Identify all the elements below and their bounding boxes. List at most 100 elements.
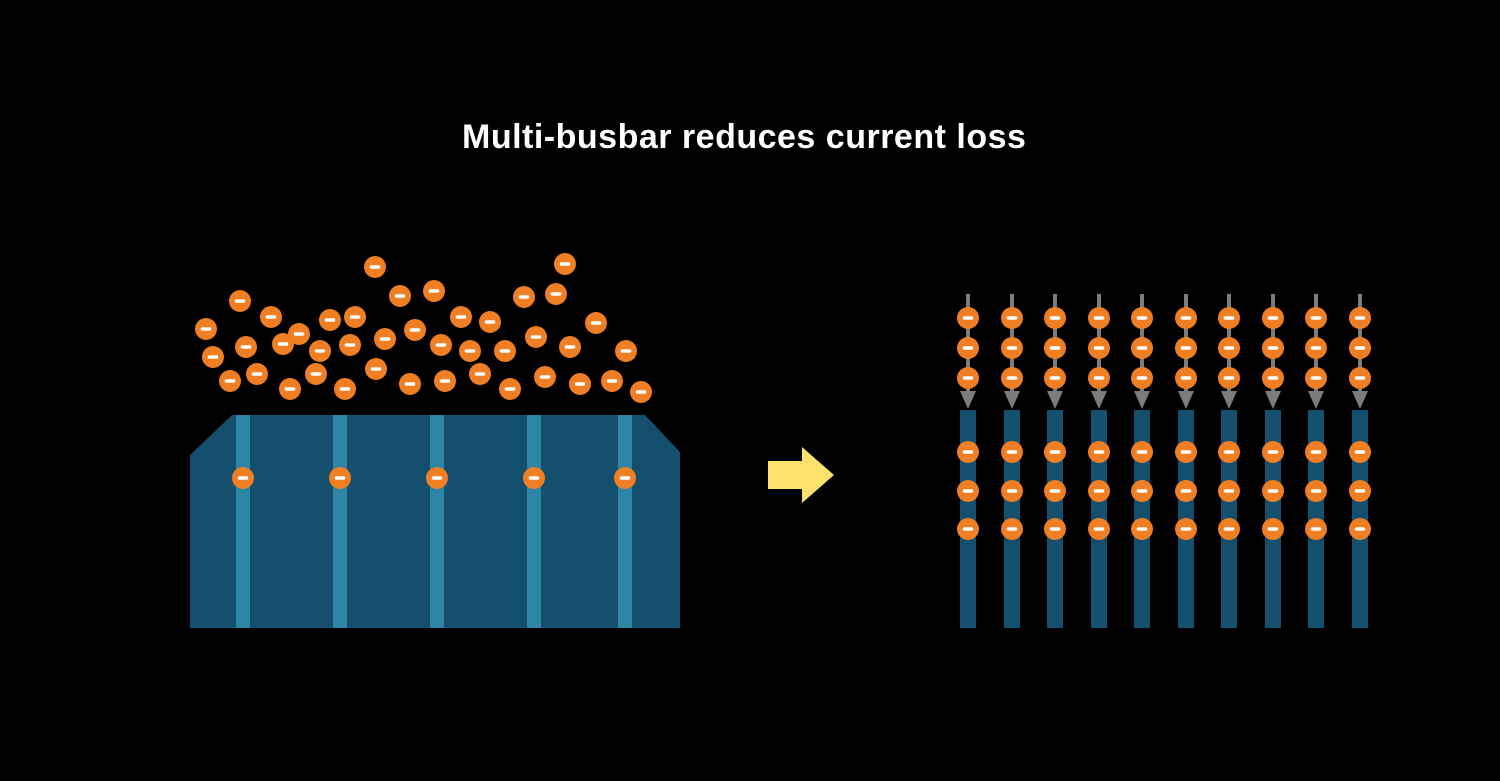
electron-icon <box>279 378 301 400</box>
multi-busbar-column <box>1044 294 1066 628</box>
minus-icon <box>1006 346 1018 350</box>
minus-icon <box>962 450 974 454</box>
flowing-electron-icon <box>957 337 979 359</box>
minus-icon <box>1354 489 1366 493</box>
electron-icon <box>499 378 521 400</box>
busbar-electron-icon <box>1044 518 1066 540</box>
flowing-electron-icon <box>957 367 979 389</box>
electron-icon <box>630 381 652 403</box>
minus-icon <box>539 375 551 379</box>
busbar-electron-icon <box>1305 480 1327 502</box>
minus-icon <box>200 327 212 331</box>
minus-icon <box>314 349 326 353</box>
minus-icon <box>1006 316 1018 320</box>
electron-icon <box>430 334 452 356</box>
minus-icon <box>240 345 252 349</box>
minus-icon <box>962 527 974 531</box>
busbar-electron-icon <box>426 467 448 489</box>
minus-icon <box>1354 346 1366 350</box>
multi-busbar-column <box>1131 294 1153 628</box>
electron-icon <box>288 323 310 345</box>
minus-icon <box>428 289 440 293</box>
minus-icon <box>1049 376 1061 380</box>
minus-icon <box>1310 376 1322 380</box>
minus-icon <box>324 318 336 322</box>
minus-icon <box>370 367 382 371</box>
flowing-electron-icon <box>1044 367 1066 389</box>
minus-icon <box>530 335 542 339</box>
minus-icon <box>409 328 421 332</box>
flowing-electron-icon <box>1001 337 1023 359</box>
minus-icon <box>1049 489 1061 493</box>
flowing-electron-icon <box>1001 367 1023 389</box>
page-title: Multi-busbar reduces current loss <box>462 118 1027 156</box>
minus-icon <box>293 332 305 336</box>
minus-icon <box>962 376 974 380</box>
minus-icon <box>619 476 631 480</box>
minus-icon <box>550 292 562 296</box>
electron-icon <box>569 373 591 395</box>
minus-icon <box>518 295 530 299</box>
multi-busbar-column <box>1349 294 1371 628</box>
flowing-electron-icon <box>1044 307 1066 329</box>
electron-icon <box>339 334 361 356</box>
minus-icon <box>962 346 974 350</box>
busbar-electron-icon <box>1349 480 1371 502</box>
electron-icon <box>434 370 456 392</box>
flowing-electron-icon <box>1044 337 1066 359</box>
minus-icon <box>237 476 249 480</box>
multi-busbar-column <box>957 294 979 628</box>
electron-icon <box>334 378 356 400</box>
busbar-electron-icon <box>1218 441 1240 463</box>
electron-icon <box>260 306 282 328</box>
flowing-electron-icon <box>1175 367 1197 389</box>
minus-icon <box>1354 316 1366 320</box>
minus-icon <box>1180 316 1192 320</box>
minus-icon <box>606 379 618 383</box>
minus-icon <box>635 390 647 394</box>
busbar-stripe <box>430 415 444 628</box>
busbar-electron-icon <box>1175 518 1197 540</box>
minus-icon <box>559 262 571 266</box>
busbar-electron-icon <box>1131 441 1153 463</box>
flowing-electron-icon <box>1349 367 1371 389</box>
minus-icon <box>1136 376 1148 380</box>
minus-icon <box>404 382 416 386</box>
minus-icon <box>1049 450 1061 454</box>
electron-icon <box>246 363 268 385</box>
busbar-electron-icon <box>1349 518 1371 540</box>
flowing-electron-icon <box>1175 337 1197 359</box>
minus-icon <box>1093 376 1105 380</box>
minus-icon <box>1136 316 1148 320</box>
busbar-stripe <box>236 415 250 628</box>
flow-arrowhead-icon <box>1178 391 1194 409</box>
electron-icon <box>585 312 607 334</box>
electron-icon <box>272 333 294 355</box>
minus-icon <box>1093 489 1105 493</box>
minus-icon <box>265 315 277 319</box>
busbar-electron-icon <box>1218 518 1240 540</box>
electron-icon <box>389 285 411 307</box>
electron-icon <box>559 336 581 358</box>
minus-icon <box>1093 316 1105 320</box>
busbar-electron-icon <box>1131 480 1153 502</box>
busbar-electron-icon <box>957 441 979 463</box>
flowing-electron-icon <box>1305 367 1327 389</box>
busbar-electron-icon <box>1001 480 1023 502</box>
flow-arrowhead-icon <box>1091 391 1107 409</box>
busbar-stripe <box>527 415 541 628</box>
busbar-electron-icon <box>1305 518 1327 540</box>
minus-icon <box>379 337 391 341</box>
minus-icon <box>435 343 447 347</box>
busbar-electron-icon <box>1305 441 1327 463</box>
minus-icon <box>574 382 586 386</box>
busbar-electron-icon <box>1044 480 1066 502</box>
busbar-electron-icon <box>957 480 979 502</box>
minus-icon <box>962 316 974 320</box>
minus-icon <box>1267 376 1279 380</box>
electron-icon <box>525 326 547 348</box>
minus-icon <box>1267 316 1279 320</box>
electron-icon <box>423 280 445 302</box>
flowing-electron-icon <box>1262 307 1284 329</box>
